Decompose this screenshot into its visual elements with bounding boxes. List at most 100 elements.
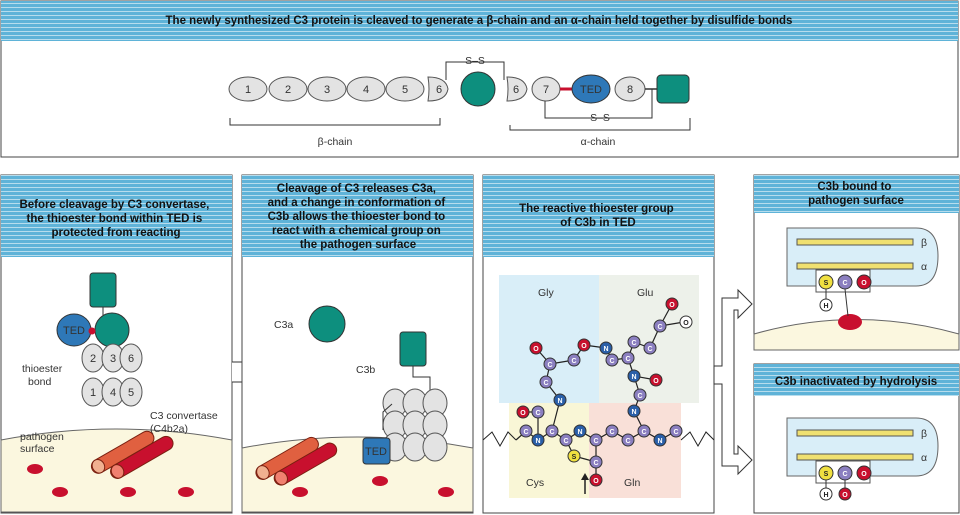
c3-convertase-icon: [255, 436, 338, 486]
svg-text:C: C: [673, 429, 678, 436]
domain-1: 1: [228, 76, 268, 102]
domain-3: 3: [307, 76, 347, 102]
ss-bond-top: [445, 61, 505, 80]
ss-label-bottom: S–S: [590, 112, 610, 124]
svg-text:4: 4: [110, 387, 116, 399]
alpha-chain-bracket: [509, 118, 691, 131]
svg-text:C: C: [609, 429, 614, 436]
gly-label: Gly: [538, 287, 555, 299]
beta-chain-bar-5: [796, 429, 914, 437]
atom-c: C: [543, 357, 557, 371]
ss-bond-bottom: [544, 89, 653, 119]
surface-molecule: [27, 464, 43, 474]
teal-domain-circle: [460, 71, 496, 107]
svg-text:2: 2: [90, 353, 96, 365]
beta-domains: 1 2 3 4 5 6: [228, 76, 449, 102]
svg-text:C: C: [535, 410, 540, 417]
atom-n: N: [627, 369, 641, 383]
atom-c: C: [653, 319, 667, 333]
svg-text:TED: TED: [365, 446, 387, 458]
svg-text:1: 1: [90, 387, 96, 399]
svg-text:C: C: [593, 460, 598, 467]
thioester-dot: [88, 327, 96, 335]
svg-text:C: C: [637, 393, 642, 400]
panel3-header-band: [483, 175, 714, 257]
glu-region: [599, 275, 699, 403]
atom-s: S: [818, 274, 834, 290]
svg-text:O: O: [861, 280, 867, 287]
atom-c: C: [669, 424, 683, 438]
surface-molecule: [372, 476, 388, 486]
svg-text:4: 4: [363, 84, 369, 96]
svg-text:S: S: [572, 454, 577, 461]
domain-2: 2: [268, 76, 308, 102]
atom-oh: O: [838, 487, 852, 501]
svg-text:3: 3: [324, 84, 330, 96]
svg-text:S: S: [824, 471, 829, 478]
panel1-title: Before cleavage by C3 convertase, the th…: [19, 199, 212, 239]
gln-region: [589, 403, 681, 498]
alpha-label-4: α: [921, 261, 927, 273]
domain-8: 8: [614, 76, 646, 102]
panel-thioester-chemistry: The reactive thioester group of C3b in T…: [482, 174, 715, 514]
cys-label: Cys: [526, 477, 544, 489]
svg-text:O: O: [653, 378, 659, 385]
svg-text:H: H: [823, 492, 828, 499]
atom-c: C: [567, 353, 581, 367]
domain-4: 4: [346, 76, 386, 102]
c3-domain-stack: 2 3 6 1 4 5: [81, 343, 143, 407]
svg-text:C: C: [641, 429, 646, 436]
panel4-title: C3b bound to pathogen surface: [808, 181, 904, 207]
svg-text:C: C: [625, 438, 630, 445]
convertase-label: C3 convertase (C4b2a): [150, 410, 221, 435]
alpha-chain-bar-4: [796, 262, 914, 270]
svg-text:O: O: [533, 346, 539, 353]
panel4-header-band: [754, 175, 959, 213]
atom-o: O: [856, 274, 872, 290]
atom-c: C: [643, 341, 657, 355]
panel3-title: The reactive thioester group of C3b in T…: [519, 203, 677, 229]
beta-label-4: β: [921, 237, 927, 249]
ss-label-top: S–S: [465, 55, 485, 67]
atom-c: C: [605, 353, 619, 367]
atom-c: C: [589, 455, 603, 469]
svg-text:O: O: [593, 478, 599, 485]
top-title: The newly synthesized C3 protein is clea…: [166, 15, 793, 27]
panel5-header-band: [754, 364, 959, 396]
atom-o: O: [589, 473, 603, 487]
surface-molecule-bound: [838, 314, 862, 330]
glu-label: Glu: [637, 287, 654, 299]
svg-text:C: C: [523, 429, 528, 436]
svg-text:N: N: [557, 398, 562, 405]
pathogen-label: pathogen surface: [20, 431, 67, 455]
atom-n: N: [599, 341, 613, 355]
svg-text:C: C: [593, 438, 598, 445]
c3a-circle: [308, 305, 346, 343]
atom-c: C: [627, 335, 641, 349]
atom-n: N: [573, 424, 587, 438]
atom-n: N: [531, 433, 545, 447]
panel2-header-band: [242, 175, 473, 257]
svg-text:C: C: [563, 438, 568, 445]
beta-chain-bar-4: [796, 238, 914, 246]
svg-text:5: 5: [128, 387, 134, 399]
atom-c: C: [605, 424, 619, 438]
atom-o: O: [649, 373, 663, 387]
atom-s: S: [567, 449, 581, 463]
svg-text:O: O: [842, 492, 848, 499]
c3b-domain-stack: [382, 388, 448, 462]
svg-text:6: 6: [436, 84, 442, 96]
svg-text:8: 8: [627, 84, 633, 96]
svg-text:C: C: [625, 356, 630, 363]
atom-c: C: [531, 405, 545, 419]
svg-text:3: 3: [110, 353, 116, 365]
svg-text:C: C: [657, 324, 662, 331]
atom-n: N: [553, 393, 567, 407]
beta-chain-bracket: [229, 118, 441, 126]
atom-c: C: [545, 424, 559, 438]
svg-text:N: N: [657, 438, 662, 445]
c3-convertase-icon: [90, 430, 174, 479]
svg-text:N: N: [631, 374, 636, 381]
svg-text:O: O: [861, 471, 867, 478]
panel-cleavage: Cleavage of C3 releases C3a, and a chang…: [241, 174, 474, 514]
